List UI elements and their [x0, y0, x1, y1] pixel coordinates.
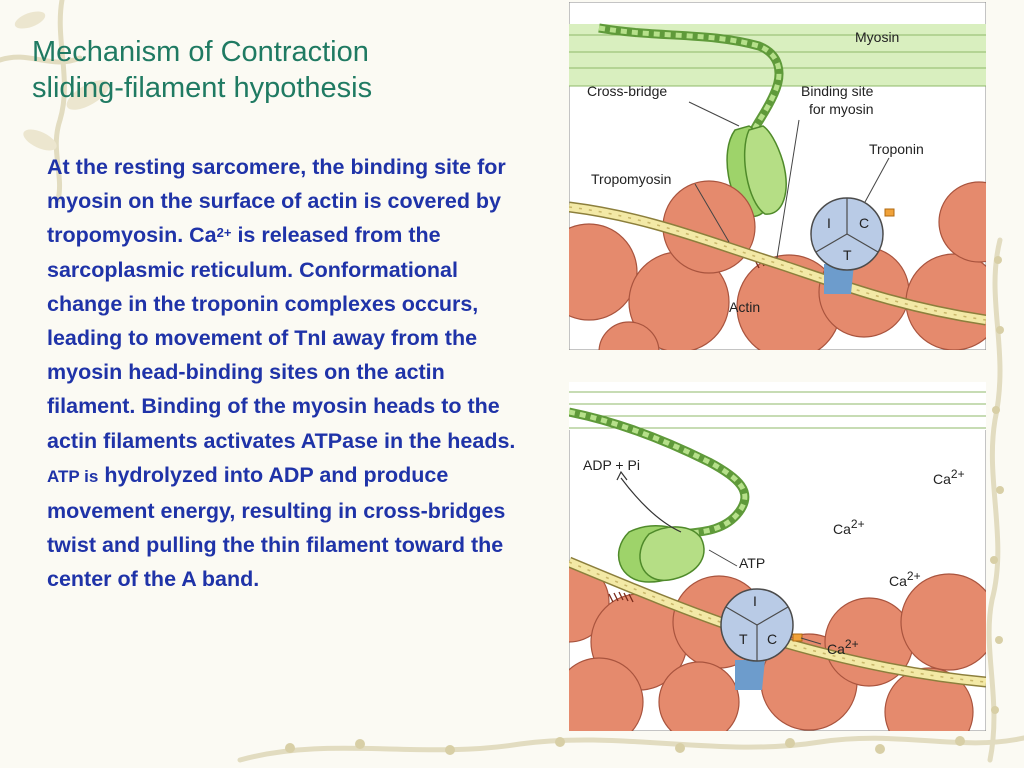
- diagram-contraction-state: I T C ADP + Pi ATP Ca2+ Ca2+ Ca2+ Ca2+: [569, 382, 986, 731]
- thick-filament-bottom: [569, 382, 986, 430]
- troponin-i-label-bottom: I: [753, 593, 757, 609]
- troponin-t-label-bottom: T: [739, 631, 748, 647]
- body-paragraph: At the resting sarcomere, the binding si…: [47, 150, 527, 597]
- myosin-neck: [598, 23, 784, 133]
- troponin-label: Troponin: [869, 141, 924, 157]
- atp-label: ATP: [739, 555, 765, 571]
- troponin-i-label: I: [827, 215, 831, 231]
- binding-site-label-1: Binding site: [801, 83, 874, 99]
- binding-site-hatch-bottom: [608, 591, 634, 603]
- body-text-3: hydrolyzed into ADP and produce movement…: [47, 462, 506, 592]
- calcium-label-2: Ca2+: [833, 517, 865, 537]
- cross-bridge-label: Cross-bridge: [587, 83, 667, 99]
- binding-site-label-2: for myosin: [809, 101, 874, 117]
- myosin-label: Myosin: [855, 29, 899, 45]
- body-text-small: ATP is: [47, 466, 99, 486]
- body-text-1: At the resting sarcomere, the binding si…: [47, 155, 506, 248]
- title-line-1: Mechanism of Contraction: [32, 36, 369, 68]
- myosin-neck-bottom: [569, 407, 750, 539]
- title-line-2: sliding-filament hypothesis: [32, 72, 373, 104]
- adp-pi-label: ADP + Pi: [583, 457, 640, 473]
- troponin-c-label-bottom: C: [767, 631, 777, 647]
- body-text-2: is released from the sarcoplasmic reticu…: [47, 223, 516, 453]
- troponin-t-label: T: [843, 247, 852, 263]
- tropomyosin-label: Tropomyosin: [591, 171, 671, 187]
- calcium-label-1: Ca2+: [933, 467, 965, 487]
- diagram-resting-state: I C T Myosin Cross-bridge Binding site f…: [569, 2, 986, 350]
- actin-filament: [569, 180, 986, 350]
- troponin-complex-bottom: I T C: [720, 588, 803, 690]
- slide-title: Mechanism of Contraction sliding-filamen…: [32, 34, 372, 106]
- myosin-head-bottom: [618, 525, 705, 583]
- calcium-label-3: Ca2+: [889, 569, 921, 589]
- actin-label: Actin: [729, 299, 760, 315]
- troponin-complex: I C T: [810, 197, 895, 294]
- troponin-c-label: C: [859, 215, 869, 231]
- calcium-superscript: 2+: [216, 225, 232, 241]
- adp-release-arrow: [616, 470, 682, 533]
- tropomyosin: [569, 201, 986, 326]
- calcium-label-4: Ca2+: [827, 637, 859, 657]
